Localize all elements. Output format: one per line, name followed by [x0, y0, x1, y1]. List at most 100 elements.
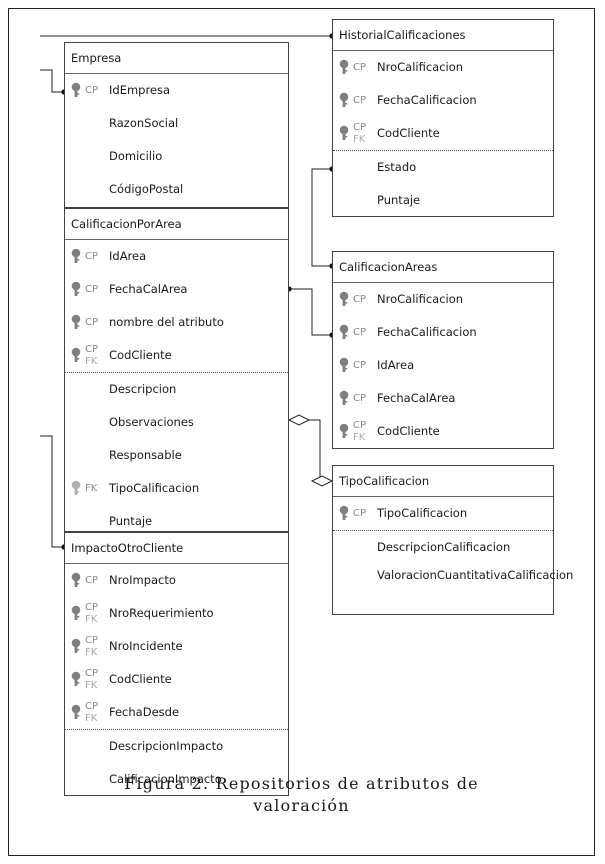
field-name: NroCalificacion [377, 60, 464, 74]
entity-title: Empresa [65, 43, 288, 74]
field-name: ValoracionCuantitativaCalificacion [377, 568, 574, 582]
field-name: DescripcionCalificacion [377, 540, 511, 554]
key-tag: FK [353, 134, 366, 145]
caption-line-2: valoración [253, 796, 350, 815]
field-name: IdEmpresa [109, 83, 171, 97]
field-name: TipoCalificacion [377, 506, 468, 520]
entity-title: ImpactoOtroCliente [65, 533, 288, 564]
entity-title: CalificacionAreas [333, 252, 553, 283]
field-row: FK TipoCalificacion [65, 472, 288, 505]
field-name: FechaCalArea [109, 282, 188, 296]
key-tag: FK [85, 680, 98, 691]
primary-key-icon: CP [339, 289, 375, 313]
field-name: CódigoPostal [109, 182, 184, 196]
key-tag: CP [353, 360, 367, 371]
field-row: CP FechaCalificacion [333, 316, 553, 349]
key-tag: CP [353, 327, 367, 338]
key-tag: CP [85, 602, 99, 613]
field-row: CP nombre del atributo [65, 306, 288, 339]
primary-key-icon: CP [71, 570, 107, 594]
field-name: Domicilio [109, 149, 163, 163]
field-name: NroImpacto [109, 573, 176, 587]
field-row: Descripcion [65, 373, 288, 406]
figure-frame [8, 8, 595, 856]
field-name: NroCalificacion [377, 292, 464, 306]
key-tag: CP [353, 420, 367, 431]
field-name: NroRequerimiento [109, 606, 214, 620]
field-name: nombre del atributo [109, 315, 224, 329]
primary-key-icon: CP [339, 322, 375, 346]
field-row: Estado [333, 151, 553, 184]
field-row: Puntaje [65, 505, 288, 538]
diamond-tipocalificacion [310, 475, 334, 487]
entity-title: HistorialCalificaciones [333, 20, 553, 51]
link-historial-estado-to-areas [311, 168, 332, 267]
field-name: DescripcionImpacto [109, 739, 224, 753]
primary-key-icon: CP [339, 355, 375, 379]
field-name: CodCliente [377, 126, 440, 140]
field-name: CodCliente [377, 424, 440, 438]
key-tag: FK [85, 483, 98, 494]
field-row: CalificacionImpacto [65, 763, 288, 796]
field-name: Descripcion [109, 382, 177, 396]
field-name: TipoCalificacion [109, 481, 200, 495]
link-observaciones-to-tipo [309, 419, 332, 482]
field-row: ValoracionCuantitativaCalificacion [333, 564, 574, 604]
foreign-key-icon: FK [71, 478, 107, 502]
field-name: FechaCalificacion [377, 325, 477, 339]
entity-title: TipoCalificacion [333, 466, 553, 497]
diamond-calificacionporarea [287, 414, 311, 426]
key-tag: CP [353, 95, 367, 106]
primary-key-icon: CP [339, 57, 375, 81]
link-left-to-impacto [40, 435, 64, 548]
primary-key-icon: CP [339, 90, 375, 114]
field-row: Puntaje [333, 184, 553, 217]
field-name: NroIncidente [109, 639, 183, 653]
field-row: Observaciones [65, 406, 288, 439]
entity-title: CalificacionPorArea [65, 209, 288, 240]
field-row: CódigoPostal [65, 173, 288, 206]
field-name: FechaCalArea [377, 391, 456, 405]
figure-caption: Figura 2. Repositorios de atributos de v… [8, 773, 595, 817]
field-name: Responsable [109, 448, 182, 462]
field-name: CodCliente [109, 348, 172, 362]
link-fechacalarea-to-areas [289, 288, 332, 336]
key-tag: FK [85, 614, 98, 625]
link-left-to-empresa [40, 69, 64, 93]
field-row: Domicilio [65, 140, 288, 173]
key-tag: CP [85, 635, 99, 646]
key-tag: CP [85, 317, 99, 328]
key-tag: CP [85, 344, 99, 355]
key-tag: CP [353, 122, 367, 133]
key-tag: CP [85, 668, 99, 679]
primary-key-icon: CP [71, 312, 107, 336]
